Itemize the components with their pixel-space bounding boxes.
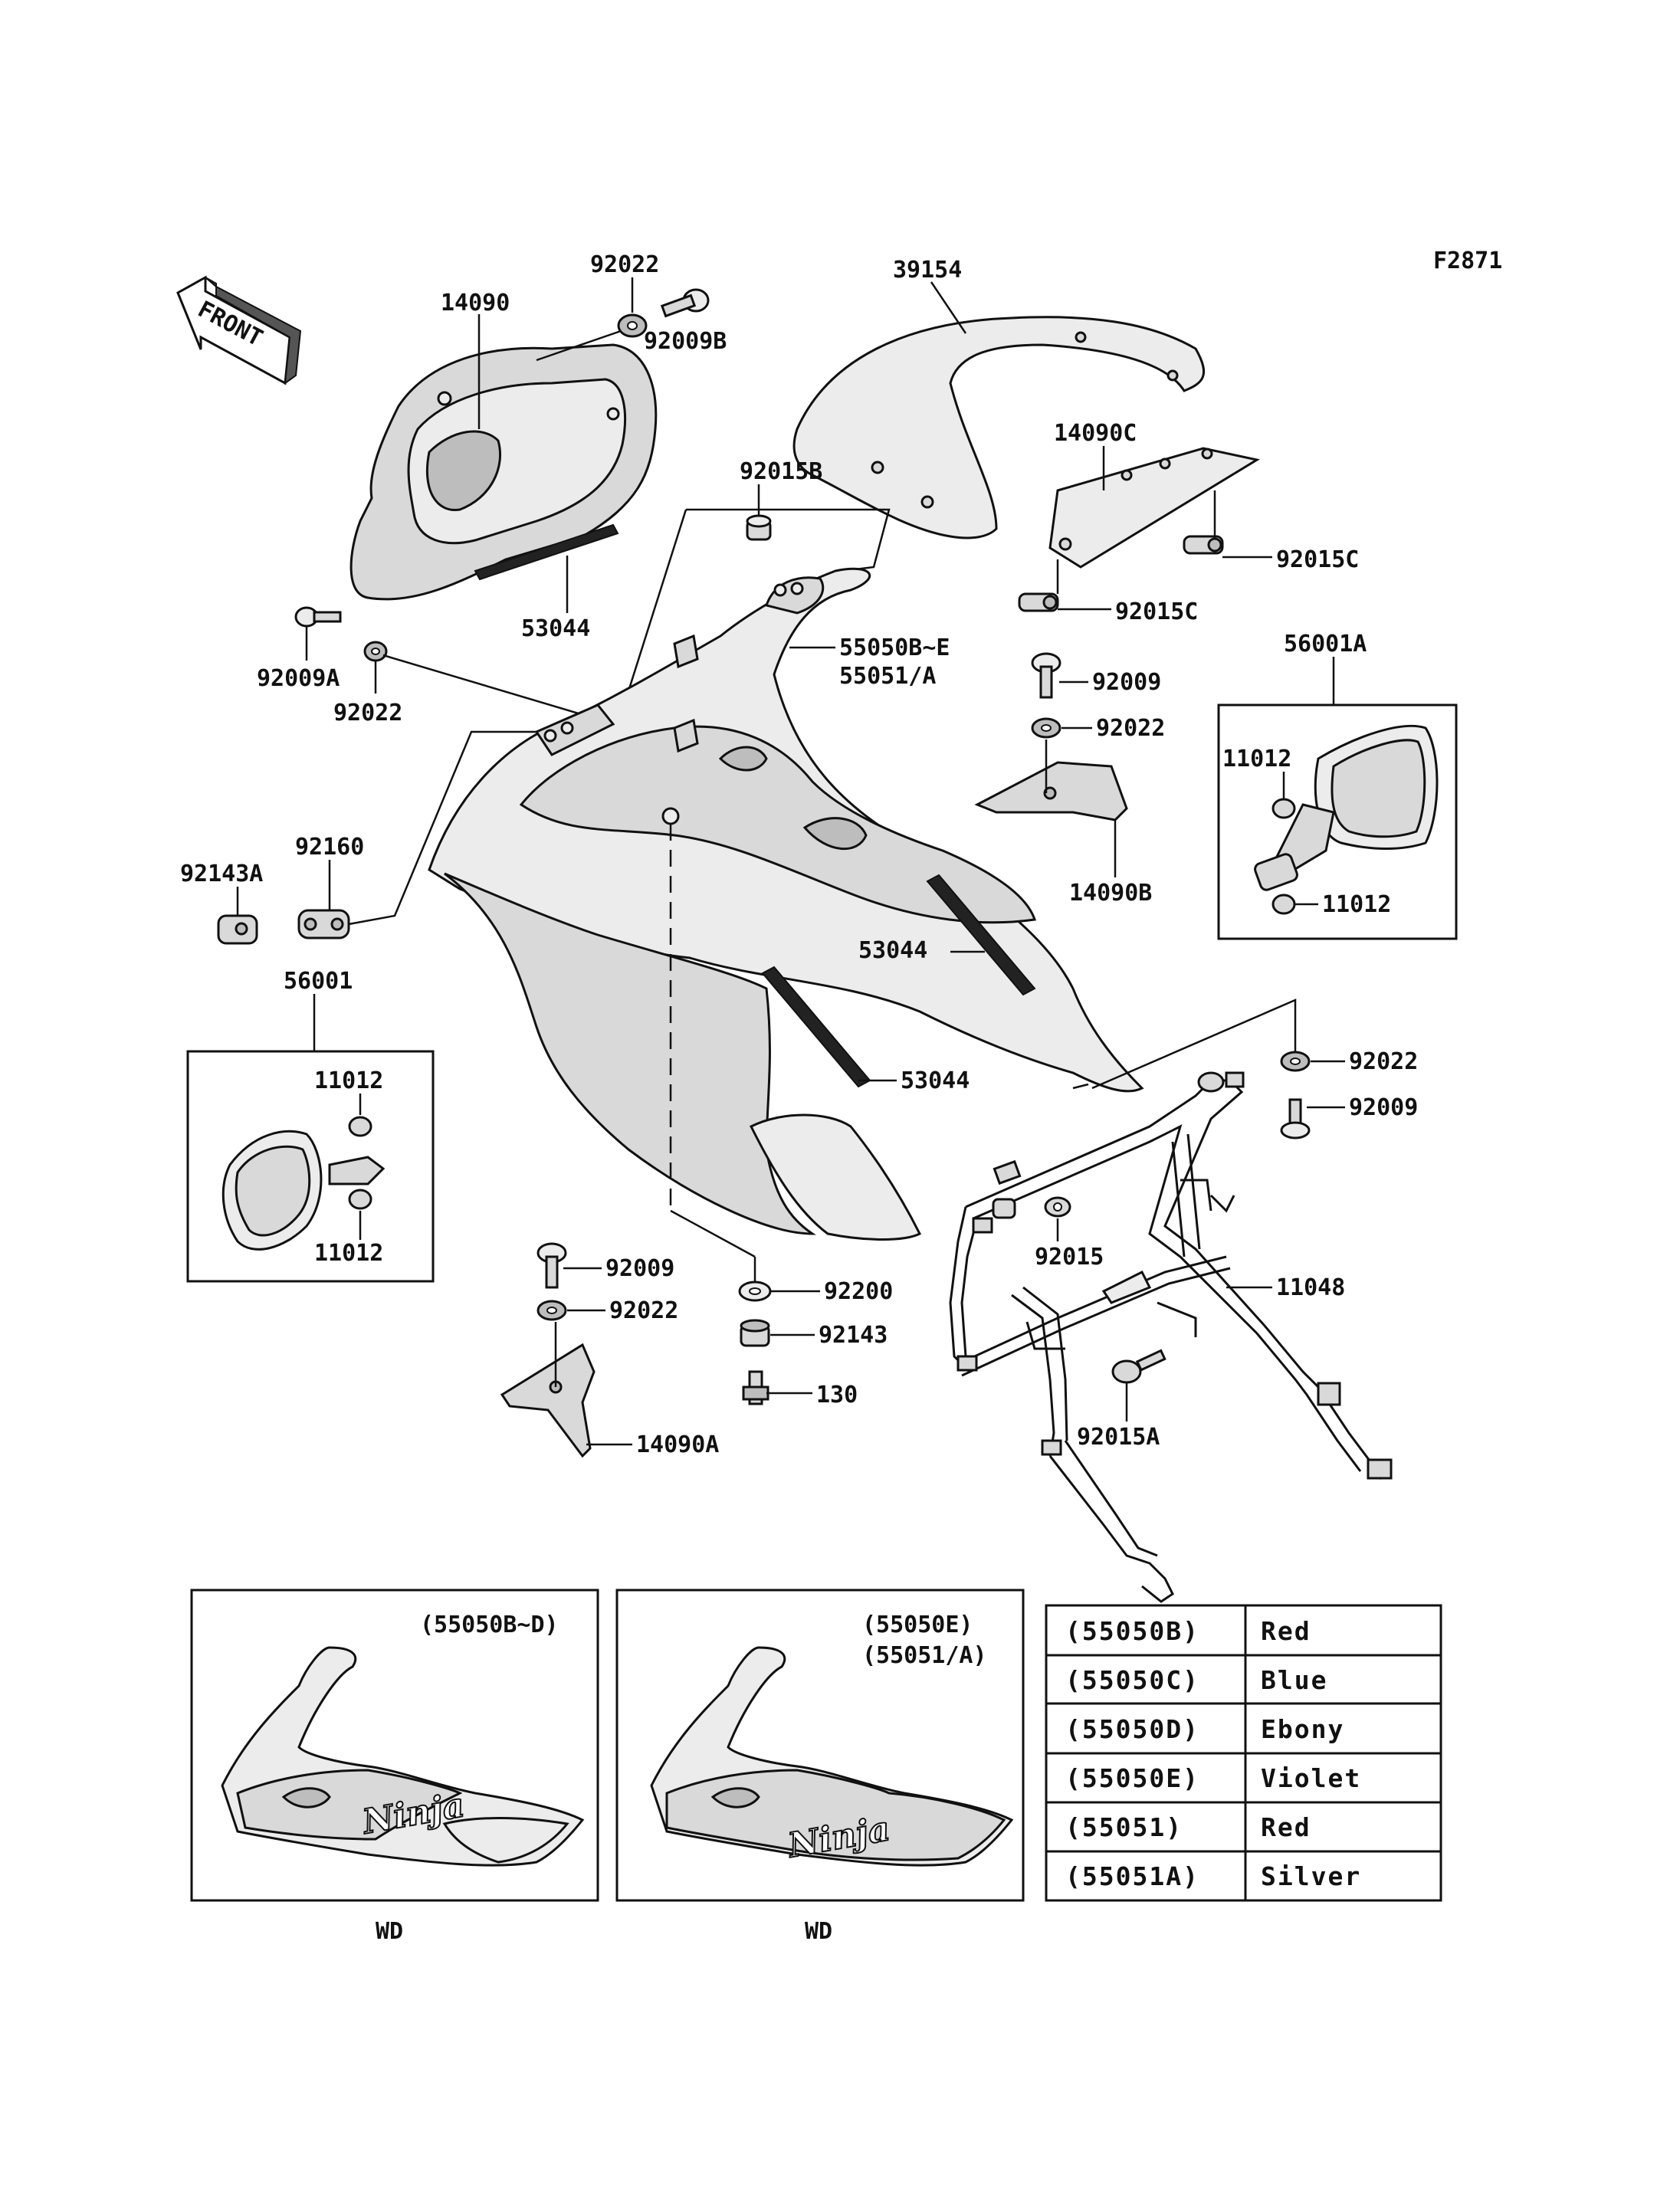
- label-11012-a2: 11012: [1322, 891, 1391, 918]
- label-53044-low: 53044: [901, 1067, 970, 1094]
- inset-right-footer: WD: [805, 1918, 832, 1945]
- figure-code: F2871: [1433, 248, 1502, 274]
- mirror-56001a: [1254, 724, 1439, 915]
- label-92022-r: 92022: [1349, 1048, 1418, 1075]
- label-92015b: 92015B: [740, 458, 822, 485]
- table-part-1: (55050C): [1065, 1665, 1199, 1695]
- label-130: 130: [816, 1382, 858, 1408]
- label-14090: 14090: [441, 290, 510, 316]
- inset-left-caption: (55050B~D): [420, 1612, 559, 1638]
- bracket-14090a: [500, 1343, 596, 1458]
- grommet-92015-b: [992, 1198, 1016, 1219]
- washer-92200: [738, 1280, 772, 1302]
- screw-92009-r: [1280, 1098, 1311, 1139]
- trim-53044-mid: [926, 874, 1036, 996]
- inset-right-caption-2: (55051/A): [862, 1642, 987, 1669]
- nut-92015a: [1111, 1349, 1166, 1384]
- washer-92022-mid: [1031, 717, 1061, 739]
- windshield-39154: [792, 316, 1206, 539]
- label-92015: 92015: [1035, 1244, 1104, 1271]
- label-92009-mid: 92009: [1092, 669, 1161, 696]
- label-55051: 55051/A: [839, 663, 936, 690]
- table-part-5: (55051A): [1065, 1861, 1199, 1891]
- mirror-box-56001a: [1217, 703, 1458, 940]
- inset-right-caption-1: (55050E): [862, 1612, 973, 1638]
- label-92015c-2: 92015C: [1115, 598, 1198, 625]
- label-55050: 55050B~E: [839, 635, 950, 661]
- color-table: (55050B) Red (55050C) Blue (55050D) Ebon…: [1045, 1604, 1442, 1902]
- table-part-0: (55050B): [1065, 1616, 1199, 1646]
- label-56001: 56001: [284, 968, 353, 995]
- label-92022-left: 92022: [333, 700, 402, 726]
- clip-92015c-1: [1183, 535, 1224, 555]
- side-fairing: [444, 872, 922, 1241]
- label-92022-top: 92022: [590, 251, 659, 278]
- screw-92009b: [660, 288, 710, 318]
- table-part-3: (55050E): [1065, 1763, 1199, 1793]
- washer-92022-top: [617, 313, 648, 338]
- nut-92143a: [217, 914, 258, 945]
- screw-92009-low: [536, 1242, 567, 1289]
- label-11048: 11048: [1276, 1274, 1345, 1301]
- washer-92022-left: [363, 641, 388, 662]
- inner-panel-14090c: [1048, 447, 1260, 569]
- bracket-14090b: [974, 761, 1128, 821]
- label-11012-b1: 11012: [314, 1067, 383, 1094]
- label-14090c: 14090C: [1054, 420, 1137, 447]
- inset-box-left: [190, 1589, 599, 1902]
- label-92022-mid: 92022: [1096, 715, 1165, 742]
- label-92015a: 92015A: [1077, 1424, 1160, 1451]
- label-92160: 92160: [295, 834, 364, 861]
- screw-92009-mid: [1031, 652, 1061, 699]
- label-14090a: 14090A: [636, 1431, 719, 1458]
- front-arrow-icon: FRONT: [176, 275, 302, 385]
- mount-plate: [534, 703, 615, 756]
- label-14090b: 14090B: [1069, 880, 1152, 907]
- upper-cowl-55050: [428, 567, 1144, 1093]
- inset-left-footer: WD: [376, 1918, 403, 1945]
- table-color-2: Ebony: [1261, 1714, 1344, 1744]
- nut-92143: [740, 1319, 770, 1347]
- table-color-1: Blue: [1261, 1665, 1327, 1695]
- label-11012-b2: 11012: [314, 1240, 383, 1267]
- table-color-4: Red: [1261, 1812, 1311, 1842]
- label-92143a: 92143A: [180, 861, 263, 887]
- label-92015c-1: 92015C: [1276, 546, 1359, 573]
- label-53044-mid: 53044: [858, 937, 927, 964]
- table-part-4: (55051): [1065, 1812, 1183, 1842]
- washer-92022-low: [536, 1300, 567, 1321]
- grommet-92015: [1044, 1196, 1071, 1218]
- screw-92009a: [294, 606, 342, 628]
- label-92009-r: 92009: [1349, 1094, 1418, 1121]
- inset-left-cowl: Ninja: [221, 1646, 585, 1867]
- bolt-130: [742, 1370, 769, 1405]
- table-part-2: (55050D): [1065, 1714, 1199, 1744]
- label-39154: 39154: [893, 257, 962, 284]
- label-92200: 92200: [824, 1278, 893, 1305]
- mirror-box-56001: [186, 1050, 435, 1283]
- table-color-3: Violet: [1261, 1763, 1361, 1793]
- label-56001a: 56001A: [1284, 631, 1367, 657]
- label-92009-low: 92009: [605, 1255, 674, 1282]
- mirror-56001: [221, 1116, 386, 1251]
- label-92022-low: 92022: [609, 1297, 678, 1324]
- grommet-92160: [297, 909, 350, 939]
- label-92009b: 92009B: [644, 328, 727, 355]
- stay-frame-11048: [949, 1071, 1393, 1603]
- label-92009a: 92009A: [257, 665, 340, 692]
- table-color-0: Red: [1261, 1616, 1311, 1646]
- table-color-5: Silver: [1261, 1861, 1361, 1891]
- label-53044-top: 53044: [521, 615, 590, 642]
- washer-92022-r: [1280, 1051, 1311, 1072]
- clip-92015c-2: [1018, 592, 1059, 612]
- grommet-92015b: [746, 514, 772, 541]
- label-11012-a1: 11012: [1222, 746, 1291, 772]
- trim-53044-top: [474, 523, 619, 581]
- label-92143: 92143: [819, 1322, 888, 1349]
- inset-box-right: [615, 1589, 1025, 1902]
- inset-right-cowl: Ninja: [650, 1646, 1014, 1867]
